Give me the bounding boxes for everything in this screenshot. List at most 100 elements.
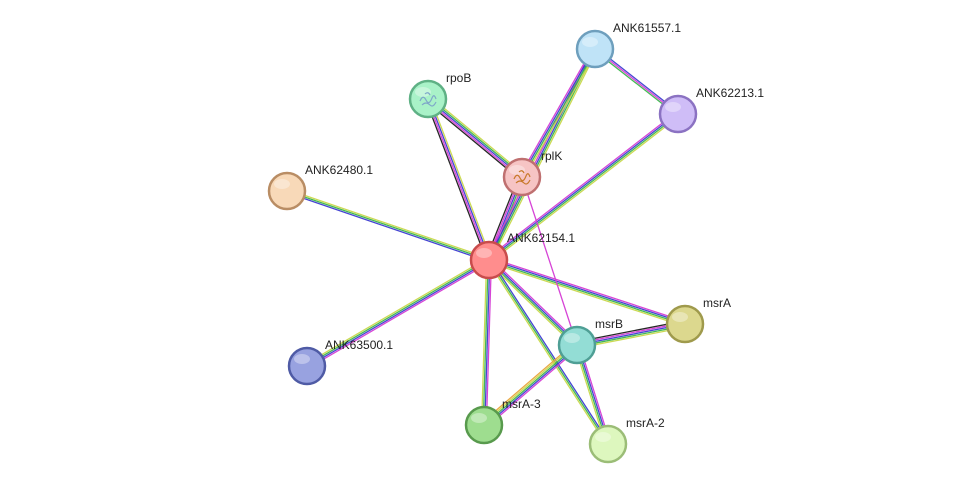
edge-evidence-line	[485, 346, 580, 428]
node-ank62213-1[interactable]: ANK62213.1	[658, 86, 764, 134]
edge-msrb-msra-3	[481, 342, 580, 428]
node-circle[interactable]	[502, 157, 542, 197]
edge-evidence-line	[484, 345, 579, 427]
node-highlight	[294, 354, 310, 364]
node-highlight	[274, 179, 290, 189]
node-layer: ANK62154.1 rplK rpoB ANK61557.1ANK62213.1AN…	[267, 21, 764, 464]
node-highlight	[471, 413, 487, 423]
node-circle[interactable]	[665, 304, 705, 344]
edge-evidence-line	[427, 98, 523, 178]
edge-rplk-msrb	[521, 176, 578, 346]
node-highlight	[509, 165, 525, 175]
edge-evidence-line	[489, 258, 686, 324]
edge-evidence-line	[428, 97, 524, 177]
edge-evidence-line	[426, 99, 522, 179]
edge-evidence-line	[519, 47, 594, 177]
edge-evidence-line	[488, 261, 685, 327]
node-rplk[interactable]: rplK	[502, 149, 562, 197]
node-circle[interactable]	[469, 240, 509, 280]
node-circle[interactable]	[267, 171, 307, 211]
edge-evidence-line	[481, 342, 576, 424]
node-highlight	[476, 248, 492, 258]
edge-evidence-line	[489, 114, 679, 262]
node-circle[interactable]	[287, 346, 327, 386]
node-msra-2[interactable]: msrA-2	[588, 416, 665, 464]
node-rpob[interactable]: rpoB	[408, 71, 471, 119]
node-label: msrA-2	[626, 416, 665, 430]
edge-evidence-line	[490, 49, 598, 262]
node-highlight	[672, 312, 688, 322]
node-highlight	[665, 102, 681, 112]
edge-evidence-line	[521, 176, 578, 346]
node-circle[interactable]	[557, 325, 597, 365]
node-msra-3[interactable]: msrA-3	[464, 397, 541, 445]
edge-evidence-line	[287, 188, 490, 260]
edge-ank62154-1-ank62480-1	[286, 188, 490, 263]
edge-evidence-line	[307, 260, 490, 368]
node-ank62154-1[interactable]: ANK62154.1	[469, 231, 575, 280]
node-circle[interactable]	[464, 405, 504, 445]
edge-evidence-line	[523, 49, 598, 179]
node-msra[interactable]: msrA	[665, 296, 731, 344]
edge-evidence-line	[306, 258, 489, 366]
node-highlight	[595, 432, 611, 442]
edge-evidence-line	[488, 112, 678, 260]
node-label: ANK62480.1	[305, 163, 373, 177]
edge-evidence-line	[483, 344, 578, 426]
node-highlight	[564, 333, 580, 343]
edge-evidence-line	[484, 260, 491, 426]
edge-evidence-line	[486, 261, 576, 348]
node-circle[interactable]	[658, 94, 698, 134]
edge-evidence-line	[487, 260, 608, 446]
node-label: ANK63500.1	[325, 338, 393, 352]
node-label: ANK61557.1	[613, 21, 681, 35]
edge-evidence-line	[487, 260, 577, 347]
edge-evidence-line	[286, 190, 490, 261]
edge-evidence-line	[428, 98, 491, 260]
edge-evidence-line	[286, 191, 489, 263]
edge-evidence-line	[487, 111, 677, 259]
edge-evidence-line	[305, 257, 489, 365]
node-label: ANK62213.1	[696, 86, 764, 100]
edge-evidence-line	[489, 258, 610, 444]
node-circle[interactable]	[575, 29, 615, 69]
node-label: ANK62154.1	[507, 231, 575, 245]
edge-evidence-line	[482, 259, 489, 425]
edge-evidence-line	[489, 257, 686, 323]
edge-layer	[286, 47, 686, 446]
node-msrb[interactable]: msrB	[557, 317, 623, 365]
edge-evidence-line	[425, 100, 521, 180]
edge-ank62154-1-msra-3	[480, 259, 493, 426]
edge-evidence-line	[482, 343, 577, 425]
edge-evidence-line	[480, 259, 488, 425]
node-label: rplK	[541, 149, 562, 163]
edge-ank62154-1-msra	[488, 257, 686, 327]
edge-evidence-line	[490, 115, 680, 263]
node-ank61557-1[interactable]: ANK61557.1	[575, 21, 681, 69]
edge-ank62154-1-ank63500-1	[305, 257, 491, 369]
node-label: msrA-3	[502, 397, 541, 411]
edge-evidence-line	[426, 99, 489, 261]
edge-ank62154-1-msra-2	[487, 258, 610, 446]
node-ank63500-1[interactable]: ANK63500.1	[287, 338, 393, 386]
edge-evidence-line	[429, 96, 525, 176]
edge-ank62154-1-msrb	[486, 257, 580, 348]
edge-ank62154-1-ank62213-1	[487, 111, 680, 263]
edge-evidence-line	[488, 260, 685, 326]
node-label: msrA	[703, 296, 731, 310]
node-circle[interactable]	[588, 424, 628, 464]
node-ank62480-1[interactable]: ANK62480.1	[267, 163, 373, 211]
node-circle[interactable]	[408, 79, 448, 119]
edge-evidence-line	[485, 260, 493, 426]
node-highlight	[582, 37, 598, 47]
edge-evidence-line	[489, 258, 579, 345]
protein-structure-icon	[419, 92, 437, 107]
edge-evidence-line	[522, 49, 597, 178]
node-highlight	[415, 87, 431, 97]
edge-evidence-line	[488, 259, 609, 445]
edge-rplk-rpob	[425, 96, 525, 180]
edge-evidence-line	[425, 99, 488, 262]
edge-evidence-line	[307, 261, 491, 369]
edge-evidence-line	[429, 97, 492, 260]
